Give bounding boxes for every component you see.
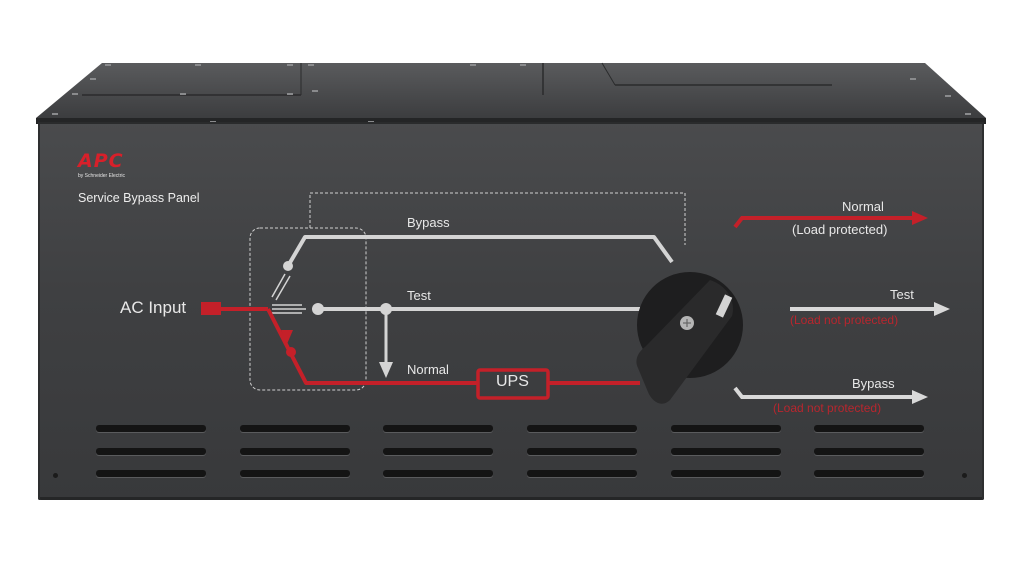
screw-right-icon [962, 473, 967, 478]
ups-label: UPS [496, 373, 529, 390]
logo-text: APC [78, 150, 124, 172]
test-path-label: Test [407, 288, 431, 303]
apc-logo: APC by Schneider Electric [78, 150, 125, 180]
legend-test-mode: Test [890, 287, 914, 302]
legend-bypass-note: (Load not protected) [773, 401, 882, 415]
normal-path-label: Normal [407, 362, 449, 377]
legend-normal-mode: Normal [842, 199, 884, 214]
bypass-selector-switch[interactable] [610, 250, 760, 410]
legend-normal-note: (Load protected) [792, 222, 888, 237]
switch-indicator-mark [715, 294, 733, 318]
ac-input-label: AC Input [120, 298, 187, 317]
bypass-path-label: Bypass [407, 215, 450, 230]
legend-bypass-mode: Bypass [852, 376, 895, 391]
logo-tagline: by Schneider Electric [78, 173, 125, 179]
product-title: Service Bypass Panel [78, 191, 200, 205]
legend-test-note: (Load not protected) [790, 313, 899, 327]
screw-left-icon [53, 473, 58, 478]
